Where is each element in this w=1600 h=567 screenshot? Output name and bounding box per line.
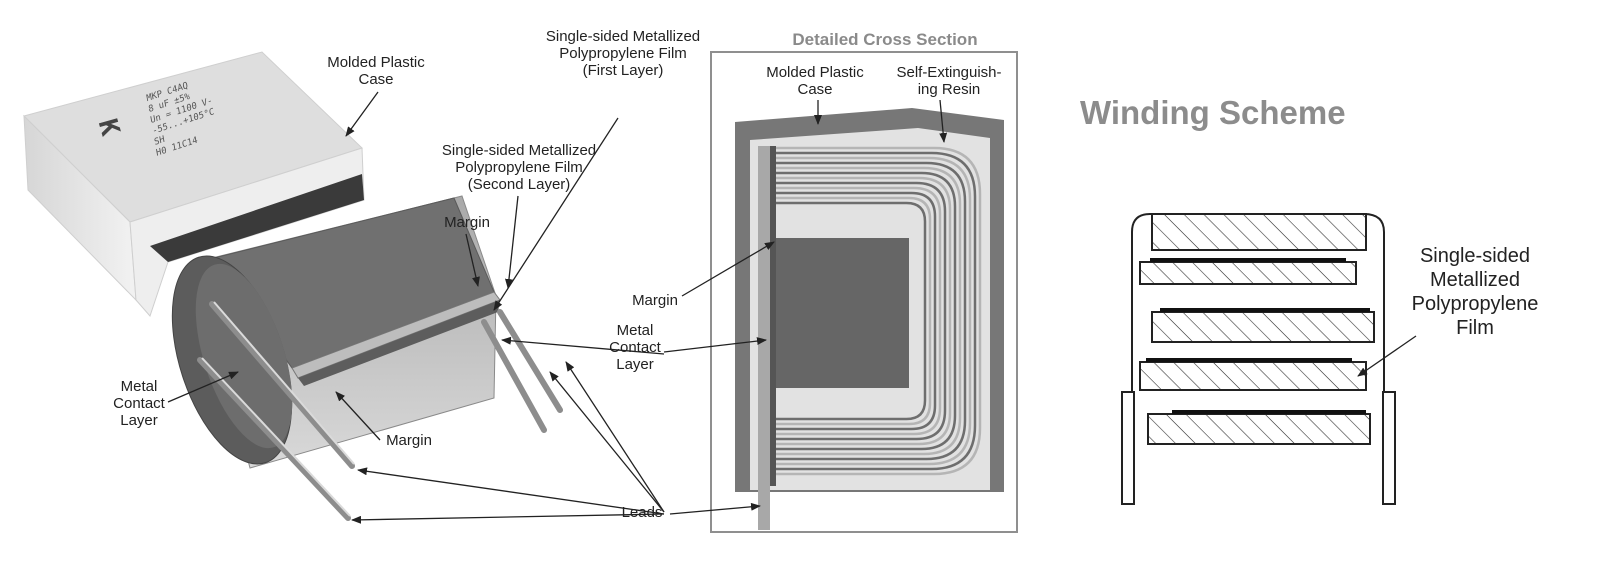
case-opening xyxy=(150,174,364,262)
label-line: Single-sided Metallized xyxy=(441,142,597,159)
cs-lead xyxy=(758,146,770,530)
cs-core-block xyxy=(775,238,909,388)
label-cs-resin: Self-Extinguish- ing Resin xyxy=(884,64,1014,98)
label-line: Molded Plastic xyxy=(766,64,864,81)
label-molded-case: Molded Plastic Case xyxy=(316,54,436,88)
label-line: Single-sided xyxy=(1419,245,1531,267)
cs-metal-contact xyxy=(770,146,776,486)
capacitor-3d xyxy=(23,51,563,521)
winding-layer xyxy=(776,156,972,466)
winding-layer xyxy=(776,186,942,436)
ws-layer-1 xyxy=(1151,213,1367,251)
label-margin-center: Margin xyxy=(620,292,690,309)
leader-arrows xyxy=(167,91,1417,524)
case-logo: K xyxy=(91,115,125,140)
label-line: (Second Layer) xyxy=(467,176,571,193)
label-line: Polypropylene Film xyxy=(559,45,687,62)
winding-layer xyxy=(776,161,967,461)
ws-layer-2 xyxy=(1139,261,1357,285)
winding-scheme xyxy=(1121,213,1396,505)
label-line: Case xyxy=(358,71,394,88)
label-line: Film xyxy=(1456,317,1494,339)
label-line: Contact xyxy=(113,395,165,412)
cs-winding-layers xyxy=(776,146,982,476)
winding-layer xyxy=(776,201,927,421)
label-film-first-layer: Single-sided Metallized Polypropylene Fi… xyxy=(528,28,718,79)
label-line: Single-sided Metallized xyxy=(545,28,701,45)
winding-layer xyxy=(776,171,957,451)
label-line: Margin xyxy=(632,292,678,309)
label-line: Metallized xyxy=(1429,269,1521,291)
ws-left-lead xyxy=(1121,391,1135,505)
winding-layer xyxy=(776,146,982,476)
label-leads: Leads xyxy=(612,504,672,521)
label-ws-film: Single-sided Metallized Polypropylene Fi… xyxy=(1400,244,1550,340)
label-margin-top: Margin xyxy=(432,214,502,231)
winding-layer xyxy=(776,191,937,431)
label-line: Margin xyxy=(386,432,432,449)
ws-layer-5 xyxy=(1147,413,1371,445)
ws-right-lead xyxy=(1382,391,1396,505)
label-line: Metal xyxy=(616,322,654,339)
label-margin-bottom: Margin xyxy=(374,432,444,449)
label-line: Molded Plastic xyxy=(327,54,425,71)
label-line: Polypropylene xyxy=(1411,293,1539,315)
winding-layer xyxy=(776,166,962,456)
cross-section-title: Detailed Cross Section xyxy=(792,30,978,49)
label-line: Layer xyxy=(616,356,654,373)
label-line: Metal xyxy=(120,378,158,395)
label-line: Leads xyxy=(621,504,663,521)
winding-scheme-title: Winding Scheme xyxy=(1080,94,1346,131)
winding-layer xyxy=(776,176,952,446)
winding-layer xyxy=(776,151,977,471)
label-film-second-layer: Single-sided Metallized Polypropylene Fi… xyxy=(424,142,614,193)
label-line: (First Layer) xyxy=(582,62,664,79)
winding-layer xyxy=(776,196,932,426)
label-line: Contact xyxy=(609,339,661,356)
ws-layer-4 xyxy=(1139,361,1367,391)
label-cs-molded-case: Molded Plastic Case xyxy=(750,64,880,98)
label-line: ing Resin xyxy=(917,81,981,98)
label-metal-contact-center: Metal Contact Layer xyxy=(600,322,670,373)
leads-left xyxy=(197,301,563,521)
label-line: Self-Extinguish- xyxy=(896,64,1002,81)
ws-layer-3 xyxy=(1151,311,1375,343)
cross-section xyxy=(710,51,1018,533)
film-edge-2 xyxy=(298,300,500,386)
label-line: Polypropylene Film xyxy=(455,159,583,176)
label-metal-contact-left: Metal Contact Layer xyxy=(104,378,174,429)
label-line: Layer xyxy=(120,412,158,429)
label-line: Case xyxy=(797,81,833,98)
winding-layer xyxy=(776,181,947,441)
label-line: Margin xyxy=(444,214,490,231)
